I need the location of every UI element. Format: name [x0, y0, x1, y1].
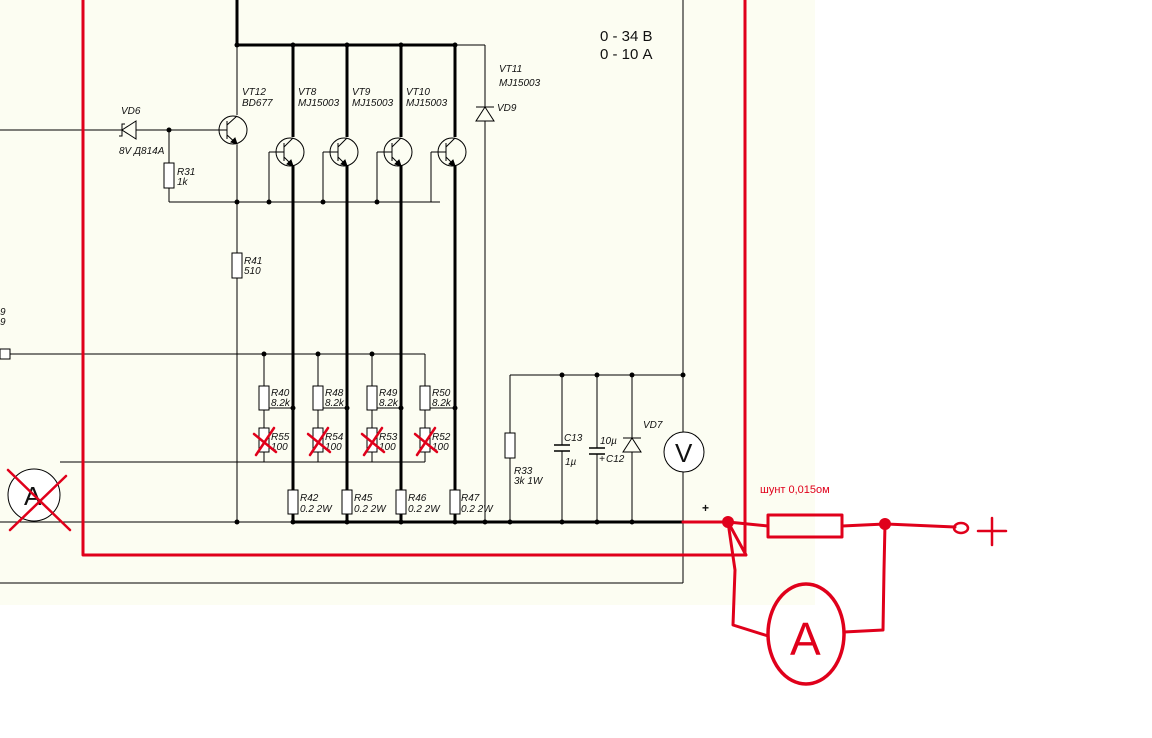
resistor-r42 [287, 489, 299, 515]
r45-value: 0.2 2W [354, 504, 387, 515]
vt9-value: MJ15003 [352, 98, 394, 109]
r41-value: 510 [244, 266, 261, 277]
resistor-r45 [341, 489, 353, 515]
wires [0, 0, 684, 524]
current-range: 0 - 10 А [600, 46, 653, 63]
resistor-r55 [258, 427, 270, 453]
voltmeter-label: V [675, 438, 693, 468]
vt9-ref: VT9 [352, 87, 371, 98]
r55-value: 100 [271, 442, 288, 453]
resistor-r50 [419, 385, 431, 411]
r41-ref: R41 [244, 256, 262, 267]
r55-ref: R55 [271, 432, 290, 443]
sense-resistors [258, 385, 431, 411]
edge-label-a: 9 [0, 307, 6, 318]
r42-value: 0.2 2W [300, 504, 333, 515]
c12-polarity: + [599, 454, 605, 465]
voltage-range: 0 - 34 В [600, 28, 653, 45]
r53-value: 100 [379, 442, 396, 453]
junction-dots [166, 42, 686, 525]
r48-ref: R48 [325, 388, 344, 399]
vt12-value: BD677 [242, 98, 273, 109]
r31-ref: R31 [177, 167, 195, 178]
resistor-r52 [419, 427, 431, 453]
vt12-ref: VT12 [242, 87, 266, 98]
resistor-r41 [231, 252, 243, 279]
vt10-ref: VT10 [406, 87, 430, 98]
resistor-r48 [312, 385, 324, 411]
transistor-vt10 [383, 137, 413, 167]
vt8-ref: VT8 [298, 87, 317, 98]
vd6-ref: VD6 [121, 106, 141, 117]
r54-ref: R54 [325, 432, 344, 443]
edge-label-b: 9 [0, 317, 6, 328]
red-annotations [6, 0, 1008, 686]
r40-value: 8.2k [271, 398, 291, 409]
zener-diode-vd6 [115, 120, 140, 140]
r31-value: 1k [177, 177, 189, 188]
diode-vd7 [622, 437, 642, 453]
junction-dot-red-right [879, 518, 891, 530]
r46-ref: R46 [408, 493, 427, 504]
resistor-r47 [449, 489, 461, 515]
c12-ref: C12 [606, 454, 625, 465]
r50-ref: R50 [432, 388, 451, 399]
vt11-value: MJ15003 [499, 78, 541, 89]
shunt-label: шунт 0,015ом [760, 484, 830, 496]
r53-ref: R53 [379, 432, 398, 443]
vd9-ref: VD9 [497, 103, 517, 114]
r42-ref: R42 [300, 493, 319, 504]
ammeter-added-label: A [790, 613, 821, 665]
diode-vd9 [475, 106, 495, 122]
transistor-vt8 [275, 137, 305, 167]
voltmeter [663, 431, 705, 473]
c13-ref: C13 [564, 433, 583, 444]
resistor-r54 [312, 427, 324, 453]
r45-ref: R45 [354, 493, 373, 504]
r52-value: 100 [432, 442, 449, 453]
r48-value: 8.2k [325, 398, 345, 409]
resistor-r49 [366, 385, 378, 411]
resistor-r31 [163, 162, 175, 189]
junction-dot-red-left [722, 516, 734, 528]
r49-ref: R49 [379, 388, 398, 399]
r40-ref: R40 [271, 388, 290, 399]
c12-value: 10µ [600, 436, 617, 447]
r49-value: 8.2k [379, 398, 399, 409]
transistor-vt11 [437, 137, 467, 167]
vt8-value: MJ15003 [298, 98, 340, 109]
resistor-r40 [258, 385, 270, 411]
r33-ref: R33 [514, 466, 533, 477]
connector-stub [0, 348, 11, 360]
vt10-value: MJ15003 [406, 98, 448, 109]
r52-ref: R52 [432, 432, 451, 443]
resistor-r46 [395, 489, 407, 515]
transistor-vt12 [218, 115, 248, 145]
plus-terminal: + [702, 501, 709, 515]
r50-value: 8.2k [432, 398, 452, 409]
capacitor-c12 [589, 447, 605, 455]
resistor-r33 [504, 432, 516, 459]
r33-value: 3k 1W [514, 476, 544, 487]
vt11-ref: VT11 [499, 64, 522, 75]
transistor-vt9 [329, 137, 359, 167]
r46-value: 0.2 2W [408, 504, 441, 515]
vd6-value: 8V Д814А [119, 146, 165, 157]
vd7-ref: VD7 [643, 420, 663, 431]
capacitor-c13 [554, 444, 570, 452]
r47-ref: R47 [461, 493, 480, 504]
removed-resistors [258, 427, 431, 453]
r47-value: 0.2 2W [461, 504, 494, 515]
c13-value: 1µ [565, 457, 577, 468]
resistor-r53 [366, 427, 378, 453]
r54-value: 100 [325, 442, 342, 453]
schematic-paper [0, 0, 815, 605]
emitter-resistors [287, 489, 461, 515]
